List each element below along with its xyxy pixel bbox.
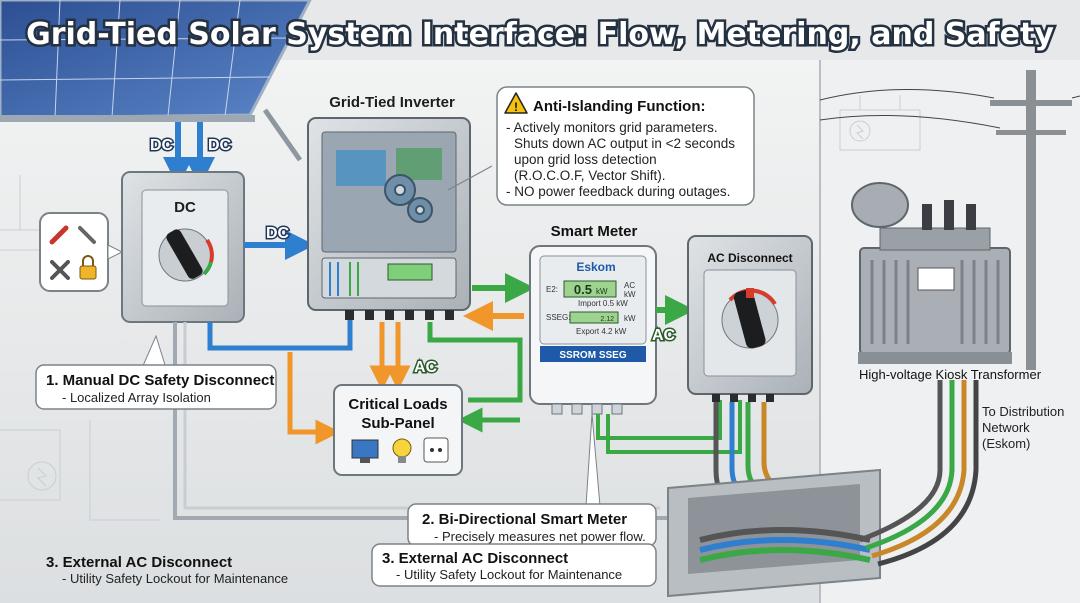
meter-reading-2-unit: kW: [624, 314, 636, 323]
inverter: [307, 117, 471, 320]
meter-to-ac-flow: AC: [596, 295, 742, 454]
critical-loads-line2: Sub-Panel: [361, 415, 434, 432]
warning-icon: !: [504, 92, 528, 114]
gear-icon: [384, 174, 433, 223]
inverter-display: [387, 263, 433, 281]
smart-meter: Eskom E2: 0.5 kW AC kW Import 0.5 kW SSE…: [529, 245, 657, 415]
dc-label-right: DC: [208, 137, 232, 154]
callout-smart-meter: 2. Bi-Directional Smart Meter - Precisel…: [407, 413, 657, 547]
distribution-line2: Network: [982, 420, 1030, 435]
meter-import-text: Import 0.5 kW: [578, 299, 628, 308]
callout-1-sub: - Localized Array Isolation: [62, 390, 211, 405]
distribution-line3: (Eskom): [982, 436, 1030, 451]
callout-3-left-sub: - Utility Safety Lockout for Maintenance: [62, 571, 288, 586]
dc-label-left: DC: [150, 137, 174, 154]
callout-2-title: 2. Bi-Directional Smart Meter: [422, 511, 627, 528]
callout-3-sub: - Utility Safety Lockout for Maintenance: [396, 567, 622, 582]
callout-2-sub: - Precisely measures net power flow.: [434, 529, 646, 544]
transformer-label: High-voltage Kiosk Transformer: [859, 367, 1042, 382]
critical-loads-panel: Critical Loads Sub-Panel: [333, 384, 463, 476]
anti-islanding-callout: ! Anti-Islanding Function: - Actively mo…: [447, 86, 755, 206]
transformer: [851, 182, 1012, 364]
svg-text:!: !: [514, 100, 518, 114]
dc-disconnect-handle[interactable]: [165, 228, 205, 281]
meter-reading-2: 2.12: [600, 316, 614, 323]
meter-reading-1: 0.5: [574, 282, 592, 297]
callout-3-left-title: 3. External AC Disconnect: [46, 554, 232, 571]
meter-reading-1-unit: kW: [596, 287, 608, 296]
distribution-line1: To Distribution: [982, 404, 1064, 419]
outlet-icon: [423, 437, 449, 463]
dc-label-inverter: DC: [266, 225, 290, 242]
cable-pit: [667, 468, 881, 598]
inverter-label: Grid-Tied Inverter: [329, 94, 455, 111]
callout-dc-disconnect: 1. Manual DC Safety Disconnect - Localiz…: [35, 334, 277, 410]
ac-disconnect[interactable]: AC Disconnect: [687, 235, 813, 402]
critical-loads-line1: Critical Loads: [348, 396, 447, 413]
dc-to-inverter-arrow: DC: [244, 224, 315, 260]
anti-islanding-line-1: - Actively monitors grid parameters.: [506, 120, 718, 135]
meter-row2-label: SSEG:: [546, 313, 570, 322]
callout-1-title: 1. Manual DC Safety Disconnect: [46, 372, 274, 389]
meter-export-text: Export 4.2 kW: [576, 327, 627, 336]
callout-ac-disconnect-left: 3. External AC Disconnect - Utility Safe…: [46, 554, 288, 586]
meter-unit-kw: kW: [624, 290, 636, 299]
solar-panel-icon: [0, 0, 312, 162]
dc-disconnect[interactable]: DC: [121, 171, 245, 323]
anti-islanding-line-5: - NO power feedback during outages.: [506, 184, 730, 199]
lock-icon: [79, 255, 97, 280]
distribution-label: To Distribution Network (Eskom): [982, 404, 1064, 451]
meter-unit-ac: AC: [624, 281, 635, 290]
monitor-icon: [351, 439, 379, 463]
page-title: Grid-Tied Solar System Interface: Flow, …: [26, 17, 1054, 52]
meter-badge: SSROM SSEG: [559, 350, 626, 361]
anti-islanding-line-3: upon grid loss detection: [514, 152, 657, 167]
dc-input-arrows: DC DC: [149, 122, 233, 187]
ac-disconnect-label: AC Disconnect: [707, 251, 792, 265]
dc-disconnect-face-label: DC: [174, 199, 196, 216]
ac-disconnect-handle[interactable]: [733, 288, 767, 349]
smart-meter-label: Smart Meter: [551, 223, 638, 240]
ground-icon: [27, 120, 871, 491]
toolbox-icon: [49, 225, 96, 280]
meter-row1-label: E2:: [546, 285, 558, 294]
ac-label-meter: AC: [652, 327, 676, 344]
ac-label-loads: AC: [414, 359, 438, 376]
anti-islanding-line-2: Shuts down AC output in <2 seconds: [514, 136, 735, 151]
callout-ac-disconnect: 3. External AC Disconnect - Utility Safe…: [371, 543, 657, 587]
lightbulb-icon: [392, 438, 412, 463]
callout-3-title: 3. External AC Disconnect: [382, 550, 568, 567]
meter-brand: Eskom: [576, 260, 615, 274]
tools-box: [39, 212, 124, 292]
utility-pole: [819, 70, 1080, 370]
anti-islanding-line-4: (R.O.C.O.F, Vector Shift).: [514, 168, 666, 183]
anti-islanding-title: Anti-Islanding Function:: [533, 98, 705, 115]
transformer-cables: [859, 380, 979, 567]
